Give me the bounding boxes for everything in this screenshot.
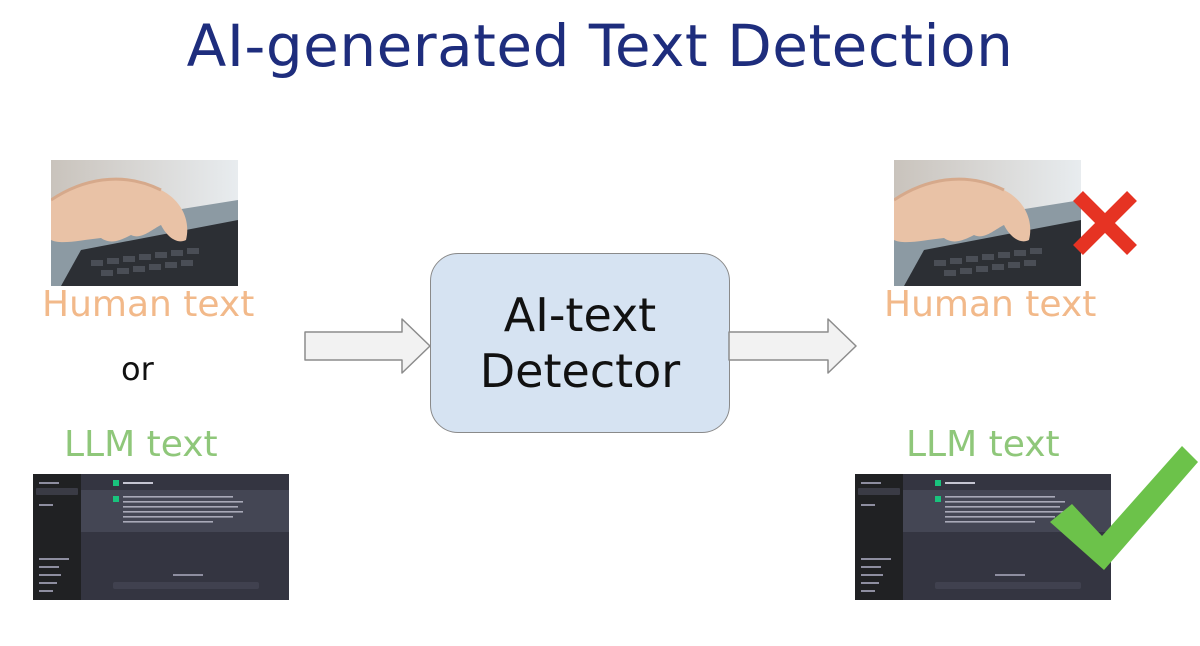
- cross-icon: [1073, 191, 1137, 255]
- human-typing-image: [51, 160, 238, 286]
- human-text-output-label: Human text: [884, 284, 1097, 325]
- human-text-input-label: Human text: [42, 284, 255, 325]
- detector-label-line1: AI-text: [503, 288, 657, 342]
- page-title: AI-generated Text Detection: [186, 12, 1014, 80]
- output-arrow: [728, 318, 857, 374]
- input-arrow: [304, 318, 431, 374]
- human-typing-image-output: [894, 160, 1081, 286]
- llm-text-input-label: LLM text: [64, 424, 218, 465]
- or-label: or: [121, 350, 154, 388]
- checkmark-icon: [1050, 446, 1198, 570]
- ai-text-detector-box: AI-text Detector: [430, 253, 730, 433]
- llm-chat-screenshot: [33, 474, 289, 600]
- llm-text-output-label: LLM text: [906, 424, 1060, 465]
- detector-label-line2: Detector: [479, 344, 681, 398]
